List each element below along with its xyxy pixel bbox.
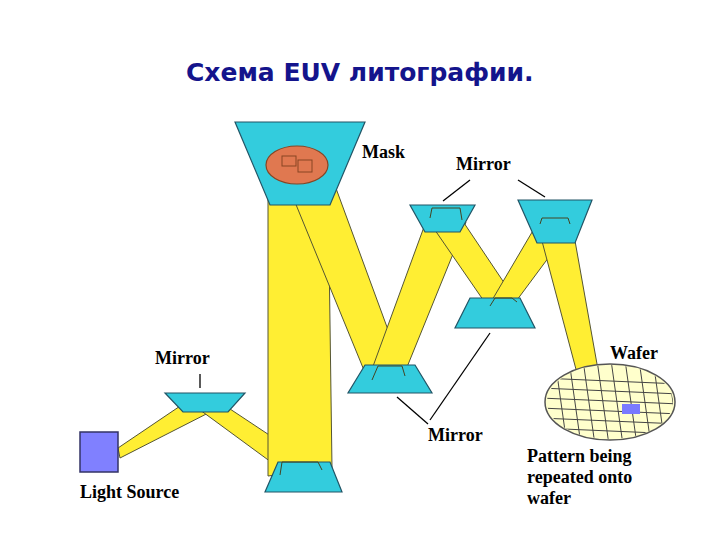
mirror-shape xyxy=(518,200,592,243)
mirror-label: Mirror xyxy=(155,348,210,369)
mirrors xyxy=(165,122,592,492)
light-source-box xyxy=(80,432,118,472)
light-source-label: Light Source xyxy=(80,482,179,503)
wafer-grid xyxy=(540,360,680,445)
exposed-die xyxy=(622,404,640,414)
mirror-shape xyxy=(410,205,475,232)
diagram-title: Схема EUV литографии. xyxy=(186,58,534,88)
mask-shape xyxy=(235,122,365,205)
mirror-label: Mirror xyxy=(428,425,483,446)
mirror-shape xyxy=(165,393,245,412)
reticle-pattern xyxy=(266,146,328,184)
beam-edges xyxy=(280,208,570,475)
mirror-label: Mirror xyxy=(456,154,511,175)
mask-label: Mask xyxy=(362,142,405,163)
note-label: Pattern being repeated onto wafer xyxy=(527,446,677,509)
reticle-marks xyxy=(282,156,312,172)
leader-lines xyxy=(200,180,545,424)
mirror-shape xyxy=(348,365,432,393)
wafer-disk xyxy=(545,364,675,440)
wafer-label: Wafer xyxy=(610,343,658,364)
mirror-shape xyxy=(455,298,535,328)
light-beams xyxy=(118,172,602,476)
mirror-shape xyxy=(265,462,342,492)
